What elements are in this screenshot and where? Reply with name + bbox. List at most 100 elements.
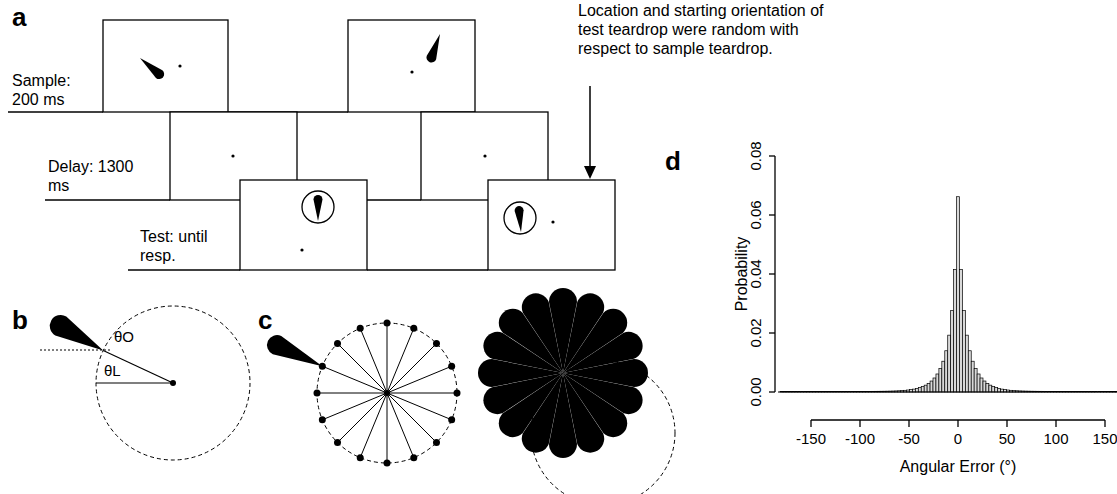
histogram-bar [930, 381, 933, 392]
tick-label: 50 [999, 430, 1016, 448]
timeline [128, 269, 240, 270]
location-dot [357, 454, 364, 461]
sample-teardrop [46, 311, 109, 360]
y-tick [769, 214, 775, 215]
teardrop [46, 311, 109, 360]
spoke-line [387, 393, 457, 394]
fixation-dot [551, 220, 554, 223]
spoke-line [387, 323, 388, 393]
teardrop [425, 32, 445, 64]
tick-label: -50 [898, 430, 920, 448]
histogram-bar [942, 361, 945, 392]
baseline [778, 392, 1117, 393]
spoke-line [317, 393, 387, 394]
histogram-bar [983, 381, 986, 392]
location-dot [454, 390, 461, 397]
orientation-flower [478, 288, 648, 458]
fixation-dot [178, 64, 181, 67]
screen-frame [103, 20, 228, 112]
histogram [780, 197, 1117, 392]
histogram-bar [965, 335, 968, 392]
tick-label: -100 [845, 430, 875, 448]
tick-label: 150 [1092, 430, 1117, 448]
histogram-bar [936, 374, 939, 392]
fixation-dot [300, 248, 303, 251]
arrow-head [584, 166, 596, 179]
y-tick [769, 332, 775, 333]
angle-label: θL [104, 362, 121, 380]
x-tick [1104, 420, 1105, 427]
histogram-bar [954, 270, 957, 392]
fixation-dot [231, 154, 234, 157]
spoke-line [387, 344, 436, 393]
histogram-bar [933, 378, 936, 392]
x-tick [810, 420, 811, 427]
tick-label: 100 [1043, 430, 1068, 448]
location-dot [314, 390, 321, 397]
y-tick [769, 155, 775, 156]
angle-label: θO [114, 328, 134, 346]
spoke-line [338, 393, 387, 442]
y-tick [769, 273, 775, 274]
x-tick [1006, 420, 1007, 427]
location-circle [317, 323, 457, 463]
spoke-line [387, 393, 388, 463]
location-circle [96, 306, 250, 460]
teardrop [558, 328, 647, 386]
location-dot [319, 416, 326, 423]
phase-label: Sample: 200 ms [12, 72, 94, 110]
location-dot [448, 416, 455, 423]
histogram-bar [939, 369, 942, 392]
spoke-line [360, 393, 387, 458]
radius-line [103, 350, 173, 383]
histogram-bar [951, 311, 954, 392]
panel-letter: b [12, 305, 28, 336]
axis-title: Angular Error (°) [900, 458, 1017, 477]
histogram-bar [986, 383, 989, 392]
callout-note: Location and starting orientation of tes… [578, 2, 830, 59]
histogram-bar [927, 383, 930, 392]
tick-label: -150 [796, 430, 826, 448]
y-tick [769, 391, 775, 392]
response-ring [302, 191, 334, 223]
histogram-bar [948, 335, 951, 392]
screen-frame [488, 180, 615, 270]
spoke-line [322, 366, 387, 393]
panel-letter: c [258, 305, 272, 336]
location-dot [334, 340, 341, 347]
radius-line [96, 382, 173, 383]
histogram-bar [974, 369, 977, 392]
histogram-bar [957, 197, 960, 392]
stimuli [137, 32, 526, 232]
tick-label: 0.08 [747, 141, 765, 170]
teardrop [314, 195, 323, 221]
teardrop [264, 332, 327, 375]
center-dot [170, 380, 176, 386]
fixation-dot [410, 70, 413, 73]
tick-label: 0.04 [747, 259, 765, 288]
histogram-bar [995, 388, 998, 392]
histogram-bar [971, 361, 974, 392]
histogram-bar [977, 374, 980, 392]
histogram-bar [998, 388, 1001, 392]
location-dot [357, 325, 364, 332]
spoke-line [387, 393, 452, 420]
teardrop [137, 54, 166, 81]
x-tick [957, 420, 958, 427]
tick-label: 0.06 [747, 200, 765, 229]
x-tick [859, 420, 860, 427]
location-dot [410, 454, 417, 461]
response-ring [504, 202, 536, 234]
histogram-bar [992, 387, 995, 392]
tick-label: 0.02 [747, 318, 765, 347]
histogram-bar [915, 388, 918, 392]
location-dot [384, 460, 391, 467]
timeline [45, 199, 170, 200]
histogram-bar [924, 385, 927, 392]
leader-line [589, 86, 591, 168]
screen-frame [240, 180, 367, 270]
x-tick [908, 420, 909, 427]
location-dot [448, 363, 455, 370]
histogram-bar [989, 385, 992, 392]
timeline [367, 269, 488, 270]
